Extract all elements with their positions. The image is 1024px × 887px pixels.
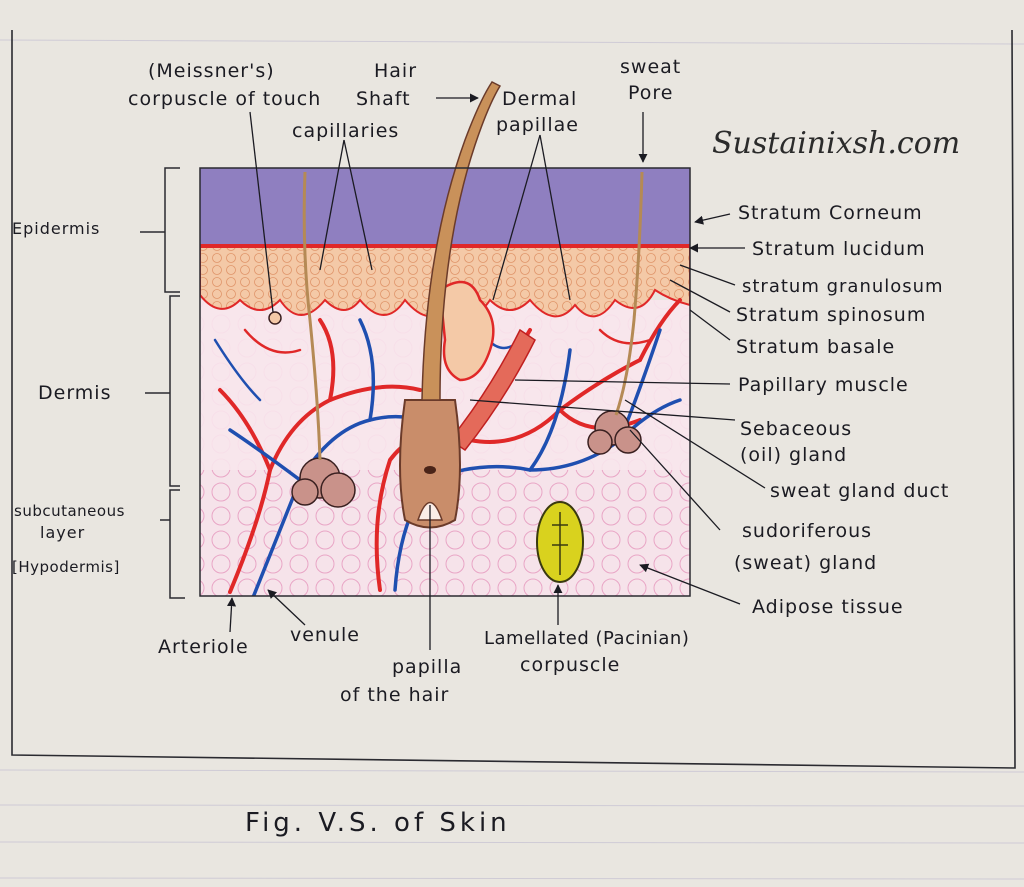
layer-brackets (140, 167, 185, 599)
sweat-ducts (302, 171, 644, 461)
sebaceous-gland-shape (438, 280, 495, 382)
label-papilla-line1: papilla (392, 656, 463, 678)
label-sudoriferous-line1: sudoriferous (742, 520, 873, 542)
label-stratum-basale: Stratum basale (736, 336, 896, 358)
label-adipose-tissue: Adipose tissue (752, 596, 904, 618)
label-lamellated-line2: corpuscle (520, 654, 621, 676)
label-meissner-line1: (Meissner's) (148, 60, 275, 82)
label-papilla-line2: of the hair (340, 684, 450, 706)
label-stratum-lucidum: Stratum lucidum (752, 238, 926, 260)
label-sweat-gland-duct: sweat gland duct (770, 480, 950, 502)
papillary-muscle-shape (448, 328, 536, 452)
label-sudoriferous-line2: (sweat) gland (734, 552, 878, 574)
figure-caption: Fig. V.S. of Skin (245, 808, 511, 838)
label-venule: venule (290, 624, 360, 646)
watermark-text: Sustainixsh.com (712, 126, 961, 161)
label-stratum-granulosum: stratum granulosum (742, 276, 944, 297)
label-capillaries: capillaries (292, 120, 400, 142)
label-dermal-papillae-line1: Dermal (502, 88, 578, 110)
label-stratum-corneum: Stratum Corneum (738, 202, 923, 224)
label-hair-shaft-line2: Shaft (356, 88, 411, 110)
label-hair-shaft-line1: Hair (374, 60, 418, 82)
skin-block-outline (199, 167, 691, 597)
label-sweat-pore-line2: Pore (628, 82, 674, 104)
label-sweat-pore-line1: sweat (620, 56, 682, 78)
notebook-lines (0, 39, 1024, 880)
label-sebaceous-line2: (oil) gland (740, 444, 848, 466)
sweat-glands (291, 410, 642, 508)
label-epidermis: Epidermis (12, 219, 101, 238)
label-stratum-spinosum: Stratum spinosum (736, 304, 927, 326)
page-frame (11, 29, 1016, 769)
label-dermal-papillae-line2: papillae (496, 114, 579, 136)
label-papillary-muscle: Papillary muscle (738, 374, 909, 396)
label-meissner-line2: corpuscle of touch (128, 88, 322, 110)
hair-follicle (399, 399, 461, 529)
hair-shaft (421, 81, 502, 401)
leader-lines (226, 93, 766, 650)
label-lamellated-line1: Lamellated (Pacinian) (484, 628, 690, 649)
label-dermis: Dermis (38, 382, 112, 404)
meissner-corpuscle-shape (268, 311, 282, 325)
label-subcutaneous-line2: layer (40, 523, 86, 542)
label-hypodermis: [Hypodermis] (12, 558, 120, 576)
label-subcutaneous-line1: subcutaneous (14, 502, 125, 520)
label-sebaceous-line1: Sebaceous (740, 418, 853, 440)
label-arteriole: Arteriole (158, 636, 249, 658)
